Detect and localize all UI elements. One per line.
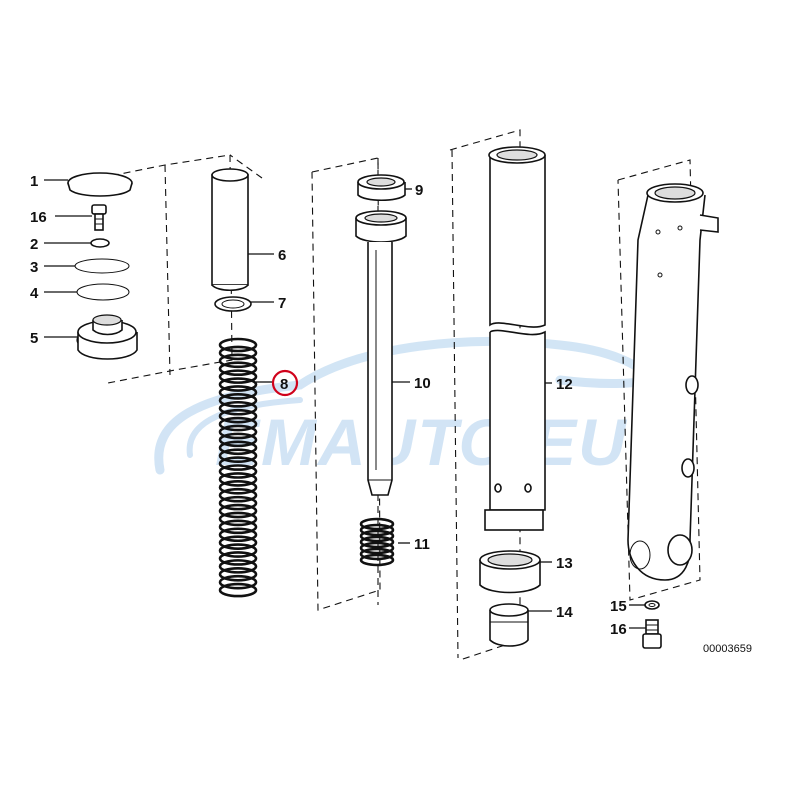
highlight-ring: [271, 369, 299, 397]
spring-coil: [218, 543, 258, 558]
callout-7[interactable]: 7: [278, 295, 286, 312]
part-11-small-spring: [359, 517, 395, 567]
callout-13[interactable]: 13: [556, 555, 573, 572]
callout-3[interactable]: 3: [30, 259, 38, 276]
spring-coil: [218, 416, 258, 432]
callout-11[interactable]: 11: [414, 536, 430, 553]
part-7-washer: [214, 296, 252, 312]
spring-coil: [218, 337, 258, 353]
spring-coil: [218, 480, 258, 495]
spring-coil: [359, 547, 395, 561]
part-3-circlip: [74, 258, 130, 274]
group-outlines: [99, 129, 701, 661]
spring-coil: [359, 541, 395, 555]
callout-9[interactable]: 9: [415, 182, 423, 199]
spring-coil: [218, 353, 258, 369]
spring-coil: [218, 369, 258, 384]
spring-coil: [218, 361, 258, 377]
part-9-guide: [357, 174, 406, 202]
callout-8[interactable]: 8: [280, 376, 288, 393]
part-6-tube: [211, 168, 249, 292]
reference-number: 00003659: [703, 643, 752, 655]
spring-coil: [359, 553, 395, 567]
part-13-bushing: [479, 550, 541, 594]
callout-1[interactable]: 1: [30, 173, 38, 190]
spring-coil: [218, 408, 258, 424]
spring-coil: [218, 551, 258, 566]
callout-16[interactable]: 16: [30, 209, 47, 226]
spring-coil: [218, 511, 258, 527]
spring-coil: [218, 519, 258, 535]
callout-2[interactable]: 2: [30, 236, 38, 253]
spring-coil: [218, 535, 258, 550]
spring-coil: [218, 448, 258, 463]
part-10-damper-rod: [355, 210, 407, 496]
spring-coil: [218, 574, 258, 590]
part-4-o-ring: [76, 283, 130, 301]
spring-coil: [359, 523, 395, 537]
part-15-washer: [644, 600, 660, 610]
spring-coil: [218, 424, 258, 440]
spring-coil: [218, 385, 258, 400]
part-5-plug: [76, 314, 138, 360]
spring-coil: [218, 440, 258, 456]
spring-coil: [218, 582, 258, 598]
spring-coil: [218, 400, 258, 416]
spring-coil: [218, 377, 258, 392]
spring-coil: [218, 464, 258, 479]
part-8-spring: [218, 337, 258, 598]
spring-coil: [218, 559, 258, 574]
callout-10[interactable]: 10: [414, 375, 431, 392]
spring-coil: [218, 487, 258, 503]
part-outer-slider: [627, 183, 719, 581]
part-16b-screw: [642, 619, 662, 649]
spring-coil: [218, 503, 258, 519]
spring-coil: [359, 535, 395, 549]
spring-coil: [218, 432, 258, 448]
part-14-slider: [489, 603, 529, 647]
callout-15[interactable]: 15: [610, 598, 627, 615]
callout-4[interactable]: 4: [30, 285, 39, 302]
spring-coil: [218, 527, 258, 543]
callout-labels: 1 16 2 3 4 5 6 7 8 9 10 11 12 13 14 15 1…: [30, 173, 627, 638]
part-16-screw: [91, 204, 107, 231]
leader-lines: [44, 179, 646, 629]
spring-coil: [218, 472, 258, 487]
callout-12[interactable]: 12: [556, 376, 573, 393]
spring-coil: [218, 495, 258, 511]
spring-coil: [218, 345, 258, 361]
callout-16b[interactable]: 16: [610, 621, 627, 638]
callout-14[interactable]: 14: [556, 604, 573, 621]
watermark-text: EMAUTO.EU: [215, 405, 628, 479]
part-1-cap: [67, 172, 133, 197]
spring-coil: [218, 566, 258, 582]
spring-coil: [218, 393, 258, 408]
spring-coil: [218, 456, 258, 471]
spring-coil: [359, 529, 395, 543]
spring-coil: [359, 517, 395, 531]
callout-5[interactable]: 5: [30, 330, 38, 347]
part-2-small-ring: [90, 238, 110, 248]
callout-6[interactable]: 6: [278, 247, 286, 264]
part-12-fork-tube: [484, 146, 546, 531]
